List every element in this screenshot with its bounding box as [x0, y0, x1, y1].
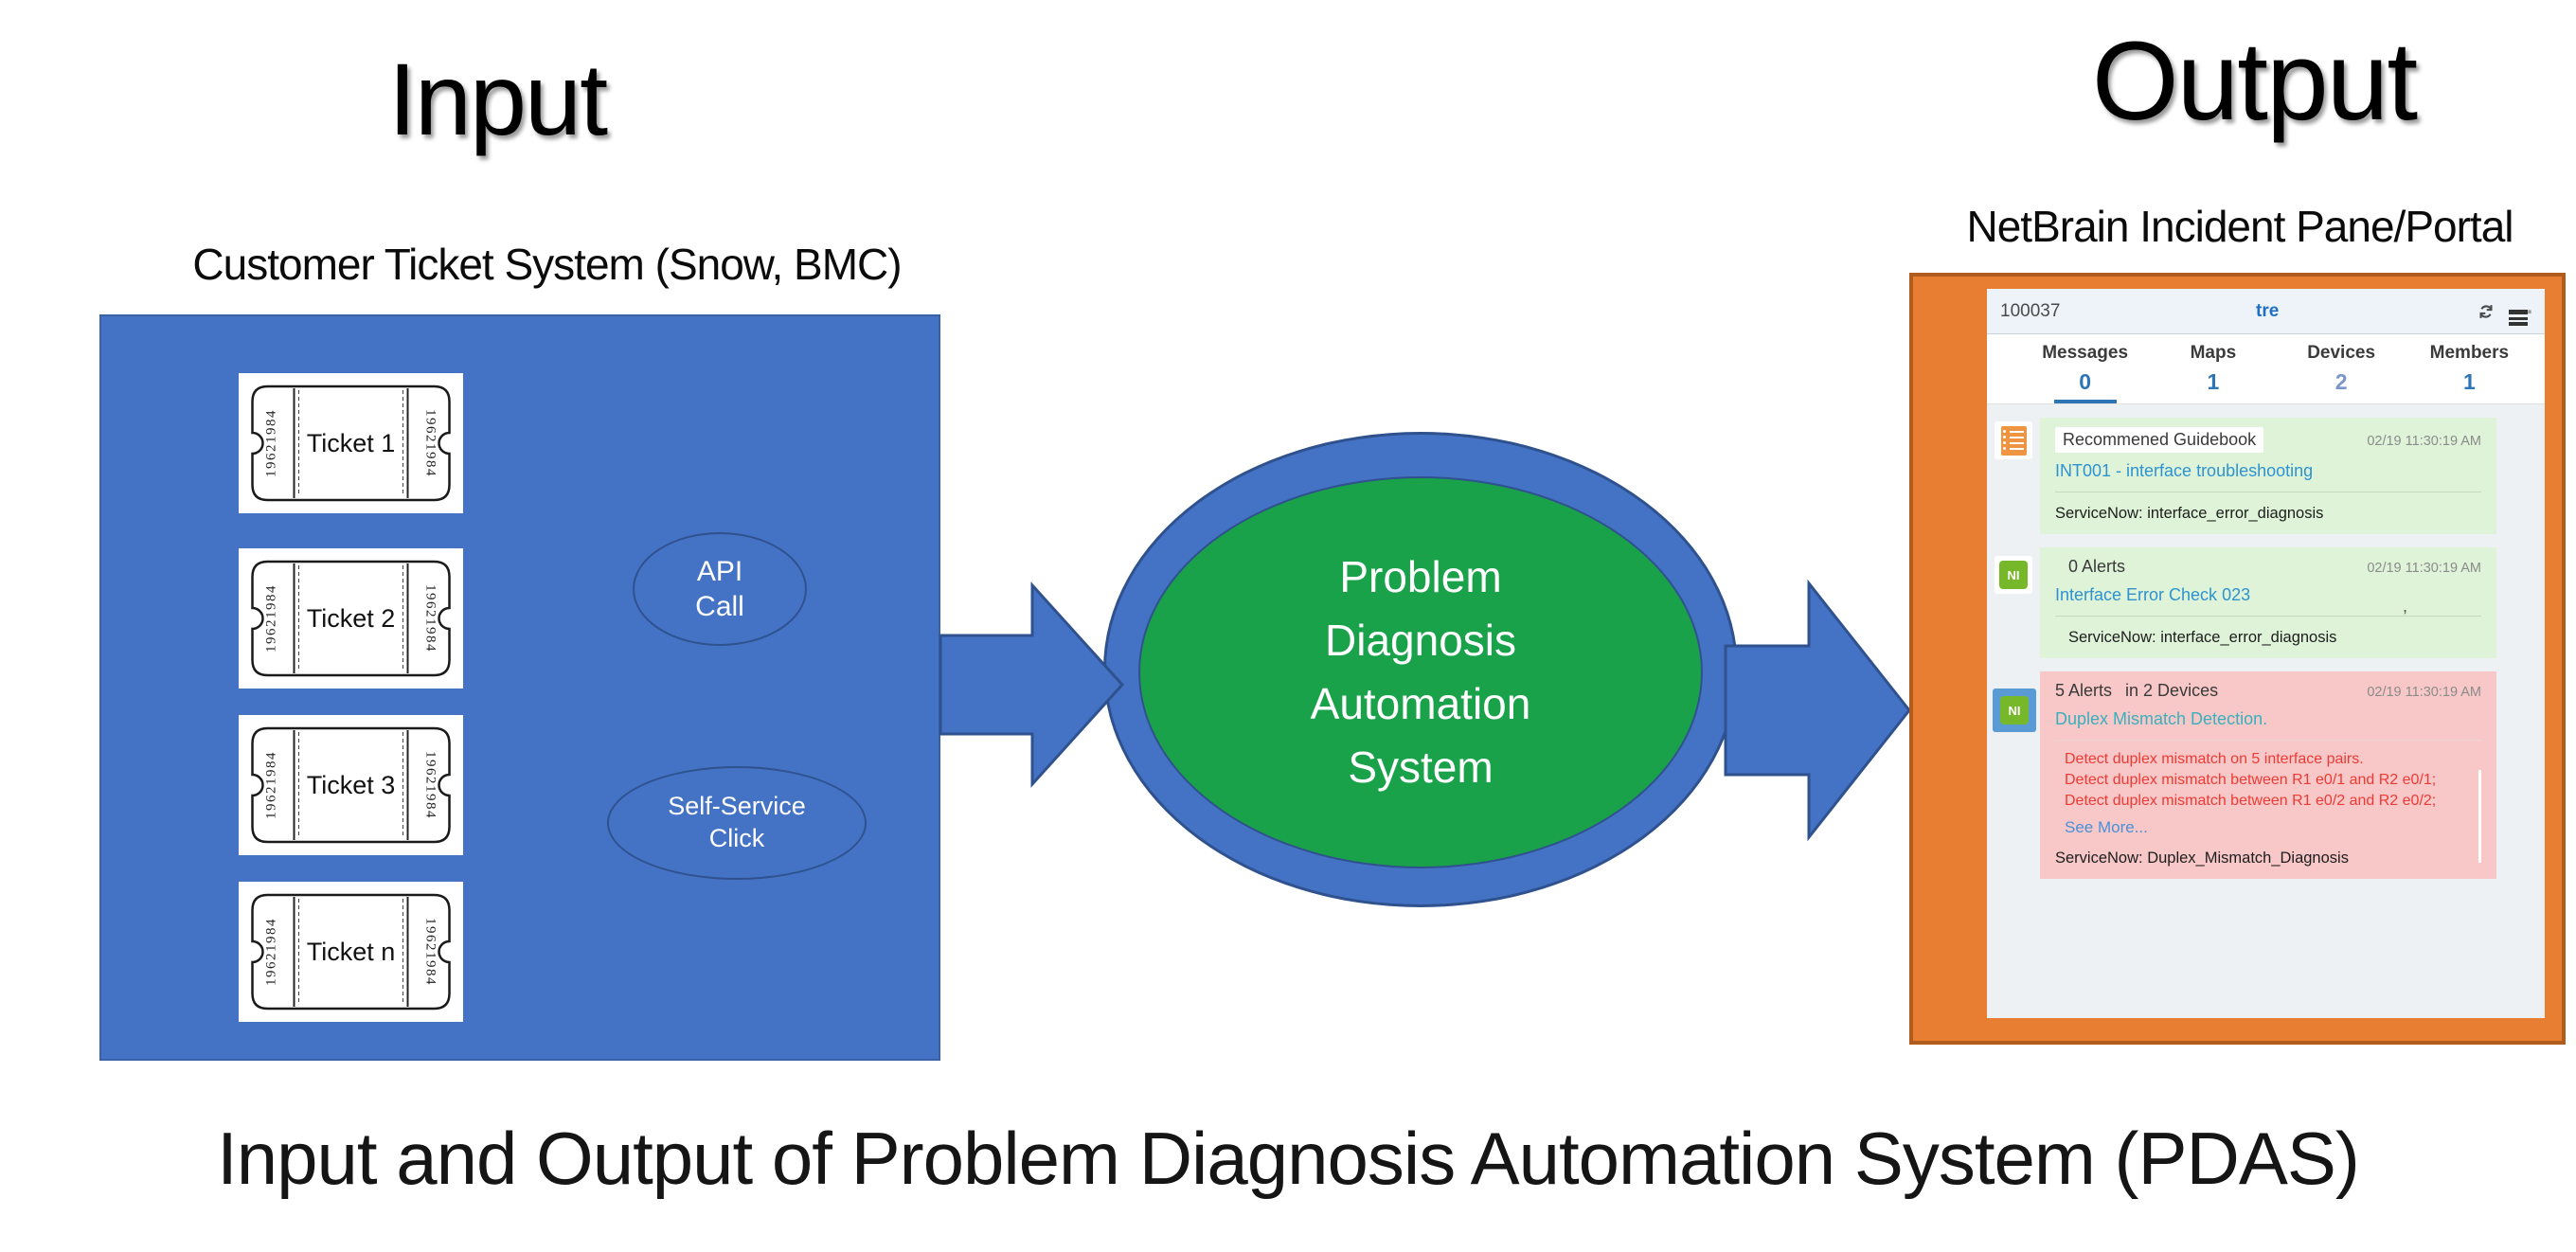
divider — [2055, 740, 2481, 741]
guidebook-icon-plate — [1995, 421, 2032, 459]
message-title: 0 Alerts — [2068, 557, 2126, 576]
ni-icon-plate-blue: NI — [1993, 689, 2036, 732]
message-footer: ServiceNow: interface_error_diagnosis — [2055, 505, 2324, 522]
self-service-line2: Click — [708, 824, 765, 852]
incident-pane-tabs: Messages 0 Maps 1 Devices 2 Members 1 — [1987, 334, 2545, 404]
ticket-stub-number: 19621984 — [264, 918, 279, 986]
api-call-line2: Call — [695, 591, 744, 622]
ticket-icon: 19621984 19621984 Ticket 3 — [251, 726, 451, 844]
tab-members[interactable]: Members 1 — [2429, 343, 2510, 394]
guidebook-icon — [2000, 425, 2027, 456]
api-call-ellipse: API Call — [633, 532, 807, 646]
ticket-stub-number: 19621984 — [264, 584, 279, 653]
message-timestamp: 02/19 11:30:19 AM — [2367, 434, 2481, 449]
active-tab-underline — [2053, 400, 2117, 403]
message-timestamp: 02/19 11:30:19 AM — [2367, 561, 2481, 576]
netbrain-intent-icon: NI — [1999, 561, 2028, 589]
ticket-label: Ticket 3 — [307, 771, 396, 799]
comma-mark: , — [2402, 597, 2407, 616]
input-title: Input — [387, 42, 608, 156]
self-service-line1: Self-Service — [668, 792, 806, 821]
process-line: Problem — [1339, 552, 1502, 601]
message-title: Recommened Guidebook — [2055, 427, 2264, 453]
alert-scrollbar[interactable] — [2478, 770, 2481, 863]
message-card-guidebook[interactable]: Recommened Guidebook 02/19 11:30:19 AM I… — [2040, 418, 2496, 534]
header-icons — [2475, 300, 2531, 326]
devices-count: 2 — [2334, 369, 2348, 394]
ticket-stub-number: 19621984 — [264, 751, 279, 819]
ticket-icon: 19621984 19621984 Ticket 1 — [251, 385, 451, 502]
ticket-card: 19621984 19621984 Ticket n — [239, 882, 463, 1022]
see-more-link[interactable]: See More... — [2065, 818, 2148, 836]
message-footer: ServiceNow: Duplex_Mismatch_Diagnosis — [2055, 850, 2349, 867]
output-title: Output — [2091, 19, 2418, 144]
api-call-line1: API — [696, 555, 743, 587]
netbrain-output-panel: 100037 tre — [1909, 273, 2566, 1045]
process-line: System — [1348, 742, 1494, 792]
self-service-click-ellipse: Self-Service Click — [607, 766, 867, 880]
incident-pane-header: 100037 tre — [1987, 289, 2545, 334]
process-ellipse: Problem Diagnosis Automation System — [1138, 476, 1703, 868]
ticket-stub-number: 19621984 — [264, 409, 279, 477]
tab-messages[interactable]: Messages 0 — [2021, 334, 2149, 403]
ticket-stub-number: 19621984 — [423, 409, 438, 477]
alert-line: Detect duplex mismatch on 5 interface pa… — [2065, 751, 2364, 767]
messages-list: NI NI Recommened Guidebook 02/19 11:30:1… — [1987, 404, 2545, 1018]
message-timestamp: 02/19 11:30:19 AM — [2367, 685, 2481, 700]
incident-title: tre — [2256, 300, 2280, 321]
process-line: Automation — [1310, 679, 1531, 728]
ni-icon-plate: NI — [1995, 556, 2032, 594]
customer-ticket-system-box: 19621984 19621984 Ticket 1 19621984 1962… — [99, 314, 940, 1061]
tab-maps[interactable]: Maps 1 — [2190, 343, 2237, 394]
message-footer: ServiceNow: interface_error_diagnosis — [2068, 629, 2337, 646]
input-subtitle: Customer Ticket System (Snow, BMC) — [192, 240, 902, 289]
ticket-stub-number: 19621984 — [423, 918, 438, 986]
ticket-stub-number: 19621984 — [423, 584, 438, 653]
ticket-stub-number: 19621984 — [423, 751, 438, 819]
divider — [2055, 616, 2481, 617]
ticket-card: 19621984 19621984 Ticket 2 — [239, 548, 463, 689]
ticket-card: 19621984 19621984 Ticket 1 — [239, 373, 463, 513]
alert-line: Detect duplex mismatch between R1 e0/1 a… — [2065, 772, 2437, 788]
message-title-devices: in 2 Devices — [2125, 681, 2219, 700]
alert-line: Detect duplex mismatch between R1 e0/2 a… — [2065, 793, 2437, 809]
ticket-label: Ticket n — [307, 938, 396, 966]
tab-devices[interactable]: Devices 2 — [2307, 343, 2376, 394]
figure-caption: Input and Output of Problem Diagnosis Au… — [217, 1117, 2360, 1200]
netbrain-intent-icon: NI — [2000, 696, 2029, 724]
message-card-ok-alert[interactable]: 0 Alerts 02/19 11:30:19 AM Interface Err… — [2040, 547, 2496, 658]
maps-count: 1 — [2207, 369, 2220, 394]
ticket-icon: 19621984 19621984 Ticket n — [251, 893, 451, 1011]
arrow-input-to-process — [939, 581, 1125, 788]
message-card-critical-alert[interactable]: 5 Alerts in 2 Devices 02/19 11:30:19 AM … — [2040, 671, 2496, 879]
refresh-icon[interactable] — [2475, 300, 2497, 323]
output-subtitle: NetBrain Incident Pane/Portal — [1966, 202, 2513, 251]
ticket-icon: 19621984 19621984 Ticket 2 — [251, 560, 451, 677]
ticket-label: Ticket 2 — [307, 604, 396, 633]
message-title: 5 Alerts — [2055, 681, 2113, 700]
process-line: Diagnosis — [1325, 616, 1516, 665]
intent-link[interactable]: Interface Error Check 023 — [2055, 585, 2251, 604]
arrow-process-to-output — [1724, 579, 1911, 842]
intent-link[interactable]: Duplex Mismatch Detection. — [2055, 709, 2268, 728]
guidebook-link[interactable]: INT001 - interface troubleshooting — [2055, 461, 2314, 480]
menu-icon[interactable] — [2509, 300, 2531, 326]
members-count: 1 — [2462, 369, 2476, 394]
alert-detail-lines: Detect duplex mismatch on 5 interface pa… — [2055, 749, 2481, 812]
incident-pane: 100037 tre — [1987, 289, 2545, 1018]
incident-id: 100037 — [2000, 300, 2061, 321]
ticket-label: Ticket 1 — [307, 429, 396, 457]
ticket-card: 19621984 19621984 Ticket 3 — [239, 715, 463, 855]
messages-count: 0 — [2079, 369, 2092, 394]
